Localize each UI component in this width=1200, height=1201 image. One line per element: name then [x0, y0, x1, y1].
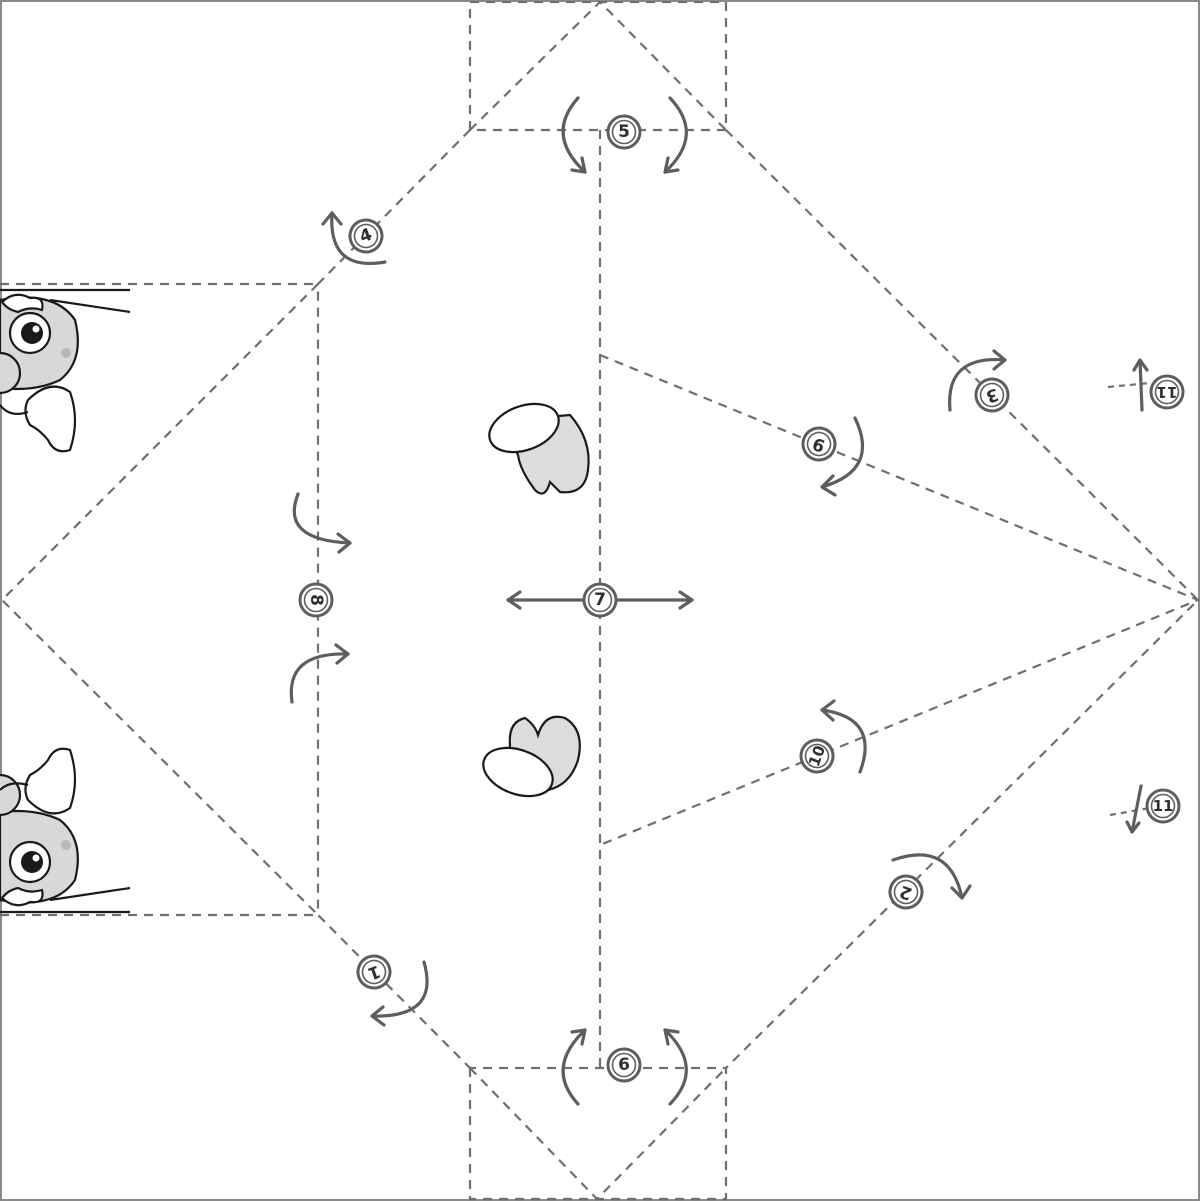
step-badge: 3: [974, 377, 1010, 413]
fold-line: [599, 353, 1200, 847]
arrow-9: [820, 416, 865, 489]
step-badge: 7: [582, 582, 618, 618]
arrow-5-left: [561, 96, 587, 174]
arrow-6-right: [663, 1028, 688, 1106]
fold-line: [0, 283, 319, 916]
arrow-4: [330, 211, 387, 265]
step-badge: 5: [606, 114, 642, 150]
step-number: 7: [594, 590, 606, 610]
step-badge: 11: [1149, 374, 1185, 410]
owl-icon: [0, 747, 131, 914]
step-badges: 1 2 3 4 5 6 7 8: [298, 114, 1185, 1083]
mitten-icon: [482, 715, 581, 798]
arrow-6-left: [561, 1028, 587, 1106]
step-badge: 9: [801, 426, 837, 462]
arrow-10: [820, 708, 867, 774]
fold-line: [725, 129, 1200, 1069]
fold-line: [469, 1067, 727, 1201]
mitten-icon: [488, 402, 590, 495]
step-badge: 1: [356, 954, 392, 990]
owl-icon: [0, 288, 131, 453]
step-badge: 2: [888, 874, 924, 910]
step-badge: 8: [298, 582, 334, 618]
step-number: 8: [306, 594, 326, 606]
arrow-3: [948, 357, 1007, 412]
arrow-2: [891, 853, 964, 900]
arrow-1: [370, 960, 429, 1018]
step-badge: 4: [348, 218, 384, 254]
marker-lines: [1107, 358, 1151, 834]
fold-line: [468, 1066, 728, 1201]
step-number: 5: [618, 122, 630, 142]
step-number: 6: [618, 1055, 630, 1075]
step-number: 11: [1153, 797, 1174, 815]
step-badge: 6: [606, 1047, 642, 1083]
fold-line: [469, 0, 727, 131]
step-badge: 11: [1145, 788, 1181, 824]
step-badge: 10: [799, 738, 835, 774]
arrow-5-right: [663, 96, 688, 174]
arrow-8-bottom: [289, 652, 350, 704]
step-number: 11: [1157, 383, 1178, 401]
arrow-8-top: [292, 492, 352, 545]
fold-arrows: [289, 96, 1007, 1106]
